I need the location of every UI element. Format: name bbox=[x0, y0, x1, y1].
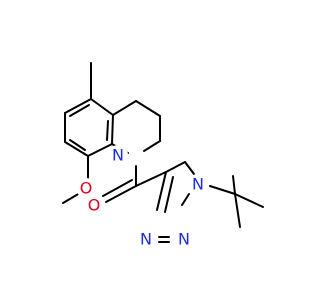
atom-label: O bbox=[88, 196, 101, 215]
bond bbox=[69, 139, 86, 151]
atom-label: N bbox=[112, 146, 124, 165]
bond bbox=[209, 185, 236, 195]
bond bbox=[234, 193, 241, 228]
bond bbox=[64, 141, 89, 157]
bond bbox=[181, 193, 190, 206]
bond bbox=[69, 104, 90, 117]
bond bbox=[184, 161, 195, 175]
methoxy-oxygen-atom: O bbox=[76, 178, 96, 198]
bond-lines bbox=[62, 62, 264, 243]
bond bbox=[87, 143, 113, 157]
bond bbox=[164, 176, 174, 213]
bond bbox=[135, 171, 167, 187]
bond bbox=[106, 120, 109, 141]
atom-label: N bbox=[140, 230, 152, 249]
bond bbox=[64, 98, 92, 114]
triazole-nitrogen-3-atom: N bbox=[136, 229, 156, 249]
bond bbox=[90, 98, 114, 116]
bond bbox=[232, 175, 236, 195]
molecule-structure-diagram: N O O N N N bbox=[62, 62, 264, 249]
atom-label: N bbox=[178, 230, 190, 249]
atom-label: N bbox=[192, 175, 204, 194]
bond bbox=[156, 171, 167, 211]
triazole-nitrogen-1-atom: N bbox=[188, 174, 208, 194]
bond bbox=[143, 140, 161, 152]
bond bbox=[62, 192, 81, 204]
atom-label: O bbox=[80, 179, 93, 198]
bond bbox=[111, 114, 114, 145]
bond bbox=[112, 100, 137, 116]
bond bbox=[165, 161, 186, 173]
atom-labels: N O O N N N bbox=[76, 145, 208, 249]
triazole-nitrogen-2-atom: N bbox=[174, 229, 194, 249]
bond bbox=[135, 100, 161, 117]
ring-nitrogen-atom: N bbox=[108, 145, 128, 165]
bond bbox=[102, 179, 133, 197]
bond bbox=[234, 193, 264, 208]
bond bbox=[105, 185, 137, 203]
carbonyl-oxygen-atom: O bbox=[84, 195, 104, 215]
